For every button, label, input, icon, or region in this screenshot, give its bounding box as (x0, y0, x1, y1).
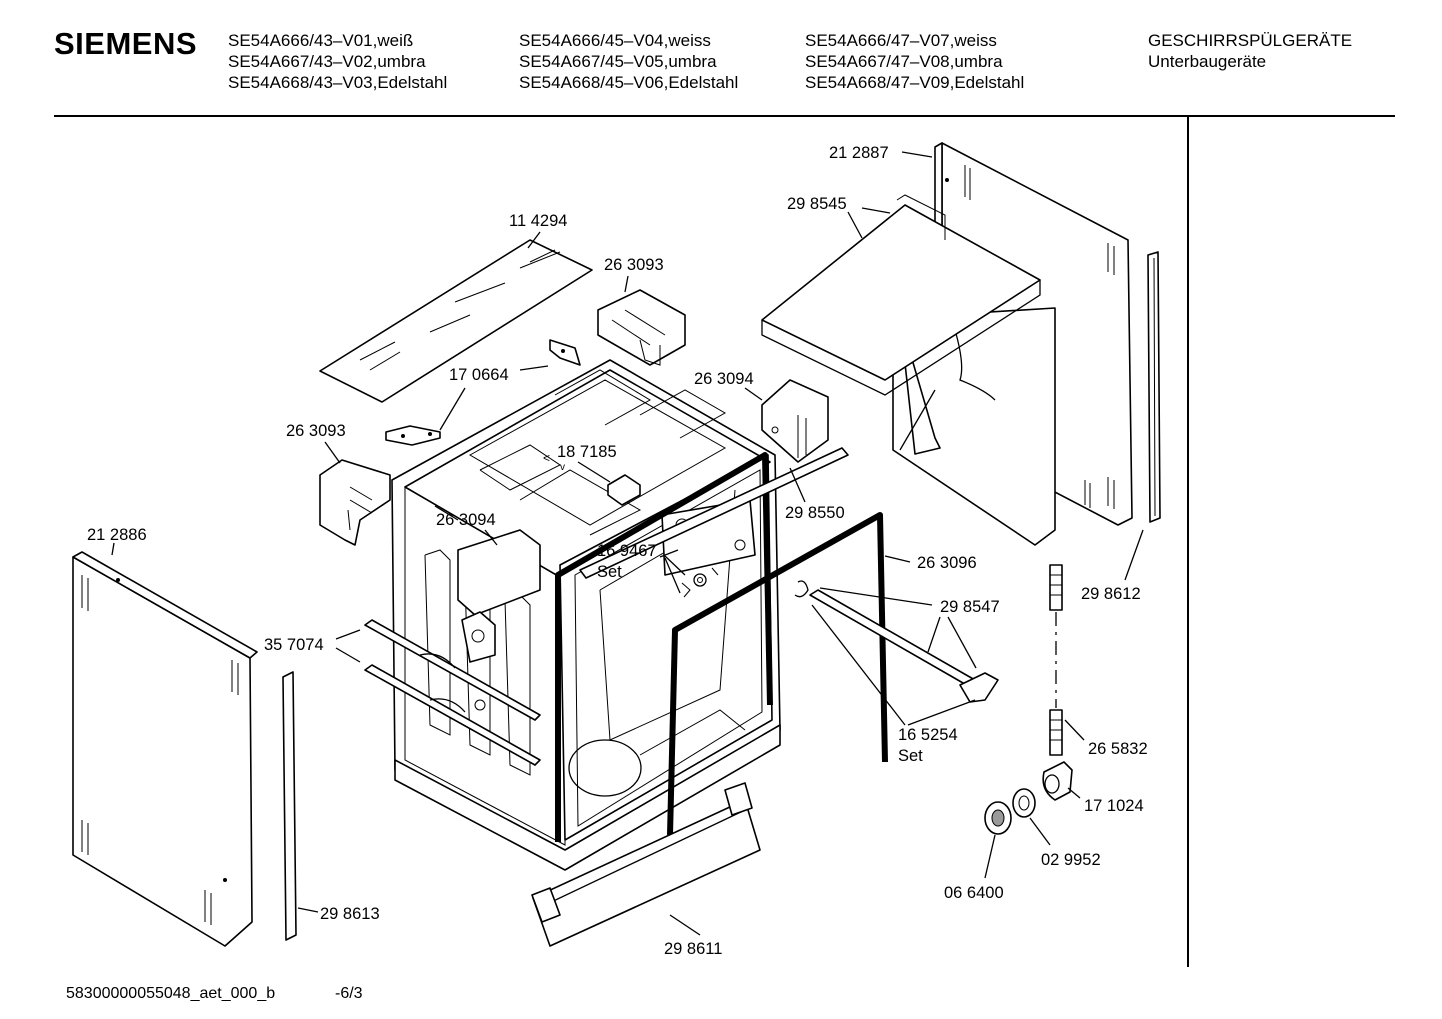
kick-plate (531, 782, 761, 947)
hinge-plate-lower (385, 425, 441, 446)
part-label-169467-set: Set (597, 563, 622, 581)
corner-bracket-right-top (597, 289, 686, 366)
model-line: SE54A667/45–V05,umbra (519, 52, 717, 71)
model-column-2: SE54A666/45–V04,weiss SE54A667/45–V05,um… (519, 30, 738, 93)
model-line: SE54A666/45–V04,weiss (519, 31, 711, 50)
dishwasher-tub: < v (364, 359, 781, 871)
door-seal-gasket (555, 452, 888, 842)
top-insulation-mat (319, 239, 593, 403)
page-number: -6/3 (335, 985, 363, 1002)
part-label-263093-left: 26 3093 (286, 422, 346, 440)
part-label-212887: 21 2887 (829, 144, 889, 162)
door-arm-assembly (794, 580, 999, 703)
corner-bracket-rear (761, 379, 829, 463)
top-insulation-cover (761, 194, 1091, 546)
part-label-298545: 29 8545 (787, 195, 847, 213)
model-line: SE54A666/43–V01,weiß (228, 31, 414, 50)
model-line: SE54A667/43–V02,umbra (228, 52, 426, 71)
document-id: 58300000055048_aet_000_b (66, 985, 276, 1002)
part-label-170664: 17 0664 (449, 366, 509, 384)
part-label-165254: 16 5254 (898, 726, 958, 744)
trim-strip-left (282, 671, 297, 941)
part-label-187185: 18 7185 (557, 443, 617, 461)
model-column-3: SE54A666/47–V07,weiss SE54A667/47–V08,um… (805, 30, 1024, 93)
part-label-298611: 29 8611 (664, 940, 722, 958)
part-label-212886: 21 2886 (87, 526, 147, 544)
trim-strip-right (1147, 251, 1161, 523)
model-line: SE54A668/47–V09,Edelstahl (805, 73, 1025, 92)
leader-lines (111, 151, 1144, 936)
part-label-165254-set: Set (898, 747, 923, 765)
part-label-114294: 11 4294 (509, 212, 567, 230)
svg-text:v: v (560, 462, 565, 473)
svg-text:<: < (543, 451, 550, 465)
part-label-265832: 26 5832 (1088, 740, 1148, 758)
part-label-298612: 29 8612 (1081, 585, 1141, 603)
part-label-298613: 29 8613 (320, 905, 380, 923)
part-label-029952: 02 9952 (1041, 851, 1101, 869)
part-label-169467: 16 9467 (597, 542, 657, 560)
corner-bracket-left (319, 459, 391, 546)
front-strip (579, 447, 849, 579)
part-label-298547: 29 8547 (940, 598, 1000, 616)
header-rule (54, 115, 1395, 117)
drain-connector-parts (984, 564, 1073, 835)
category-title: GESCHIRRSPÜLGERÄTE (1148, 31, 1353, 50)
part-labels: 21 2887 29 8545 11 4294 26 3093 17 0664 … (87, 144, 1148, 958)
part-label-357074: 35 7074 (264, 636, 324, 654)
model-line: SE54A666/47–V07,weiss (805, 31, 997, 50)
model-line: SE54A668/43–V03,Edelstahl (228, 73, 448, 92)
hinge-plate-top (549, 339, 581, 366)
category-block: GESCHIRRSPÜLGERÄTE Unterbaugeräte (1148, 30, 1352, 72)
side-panel-left (72, 551, 258, 947)
part-label-263093-top: 26 3093 (604, 256, 664, 274)
model-column-1: SE54A666/43–V01,weiß SE54A667/43–V02,umb… (228, 30, 447, 93)
part-label-066400: 06 6400 (944, 884, 1004, 902)
part-label-263094-rear: 26 3094 (436, 511, 496, 529)
category-subtitle: Unterbaugeräte (1148, 52, 1267, 71)
model-line: SE54A668/45–V06,Edelstahl (519, 73, 739, 92)
model-line: SE54A667/47–V08,umbra (805, 52, 1003, 71)
part-label-263096: 26 3096 (917, 554, 977, 572)
part-label-298550: 29 8550 (785, 504, 845, 522)
brand-logo: SIEMENS (54, 26, 198, 61)
part-label-263094-top: 26 3094 (694, 370, 754, 388)
margin-rule (1187, 117, 1189, 967)
part-label-171024: 17 1024 (1084, 797, 1144, 815)
